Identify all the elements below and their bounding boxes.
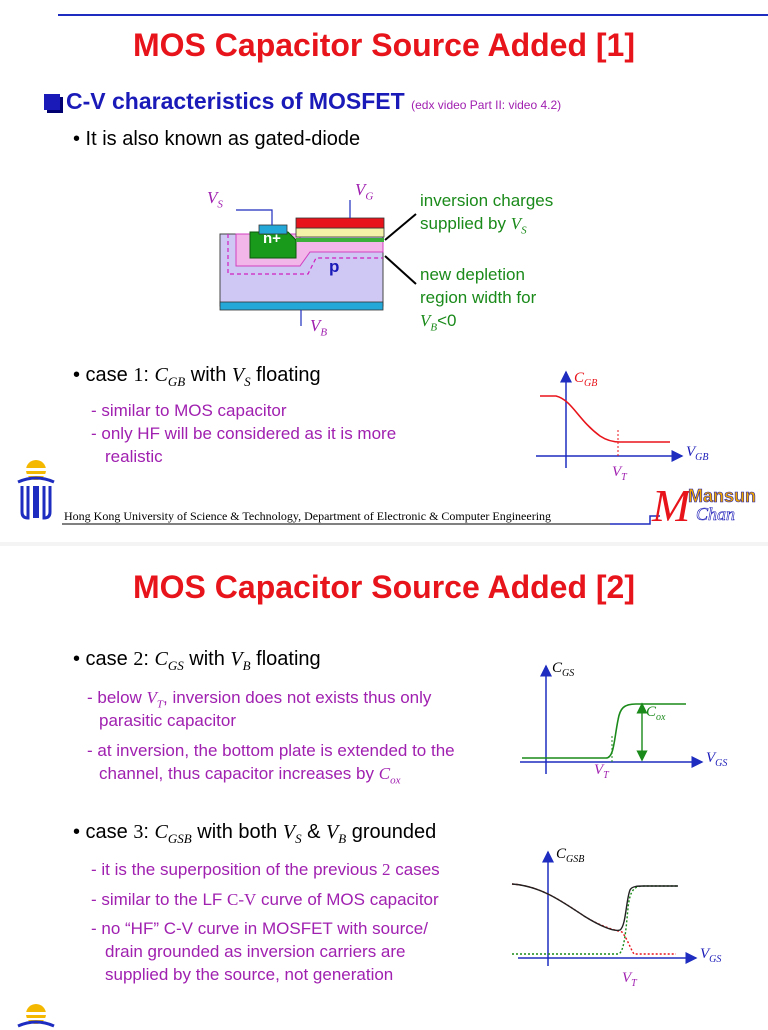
- case2-bullet: • case 2: CGS with VB floating: [73, 648, 321, 673]
- cgb-y-label: CGB: [574, 370, 598, 389]
- slide1-title: MOS Capacitor Source Added [1]: [133, 27, 635, 63]
- case3-line4: drain grounded as inversion carriers are: [105, 942, 406, 961]
- gate-electrode: [295, 217, 385, 229]
- case2-line3: - at inversion, the bottom plate is exte…: [87, 741, 455, 760]
- logo-word-2: Chan: [696, 504, 736, 525]
- cgs-curve: [522, 703, 686, 759]
- cgsb-red-dotted: [511, 883, 676, 955]
- case1-line3: realistic: [105, 447, 163, 466]
- case3-line2: - similar to the LF C-V curve of MOS cap…: [91, 890, 439, 909]
- note-depletion-line3: VB<0: [420, 311, 457, 334]
- vs-label: VS: [207, 188, 223, 211]
- case3-bullet: • case 3: CGSB with both VS & VB grounde…: [73, 821, 437, 846]
- footer-text: Hong Kong University of Science & Techno…: [64, 509, 552, 523]
- footer-rule: [62, 515, 660, 525]
- note-inversion-line1: inversion charges: [420, 191, 554, 210]
- cgsb-vt-label: VT: [622, 970, 637, 989]
- cgs-x-label: VGS: [706, 750, 728, 769]
- section-heading: C-V characteristics of MOSFET (edx video…: [44, 88, 561, 115]
- case2-line4: channel, thus capacitor increases by Cox: [99, 764, 401, 787]
- note-depletion-line1: new depletion: [420, 265, 525, 284]
- cgsb-y-label: CGSB: [556, 846, 585, 865]
- case3-line1: - it is the superposition of the previou…: [91, 860, 440, 879]
- vg-label: VG: [355, 180, 374, 203]
- case1-line2: - only HF will be considered as it is mo…: [91, 424, 397, 443]
- heading-reference: (edx video Part II: video 4.2): [411, 98, 562, 112]
- hkust-logo-icon: [17, 460, 55, 520]
- cgb-x-label: VGB: [686, 444, 709, 463]
- source-wire: [236, 209, 273, 225]
- case1-bullet: • case 1: CGB with VS floating: [73, 364, 321, 389]
- cox-label: Cox: [646, 704, 666, 723]
- cgb-plot: [536, 370, 684, 468]
- case2-line1: - below VT, inversion does not exists th…: [87, 688, 432, 711]
- cgsb-x-label: VGS: [700, 946, 722, 965]
- slide-separator: [0, 542, 768, 546]
- cgb-vt-label: VT: [612, 464, 627, 483]
- inversion-layer: [296, 238, 384, 242]
- note-inversion-line2: supplied by VS: [420, 214, 527, 237]
- note-depletion-line2: region width for: [420, 288, 537, 307]
- case3-line5: supplied by the source, not generation: [105, 965, 394, 984]
- cgb-curve: [540, 395, 670, 443]
- pointer-depletion: [384, 255, 417, 285]
- top-rule: [58, 14, 768, 16]
- cgsb-curve: [511, 883, 678, 932]
- new-depletion-boundary: [227, 234, 383, 275]
- blue-square-bullet-icon: [44, 94, 60, 110]
- logo-word-1: Mansun: [688, 486, 757, 507]
- vb-label: VB: [310, 316, 328, 339]
- mosfet-cross-section-diagram: [219, 200, 417, 326]
- mansun-chan-logo: M Mansun Chan: [652, 480, 768, 531]
- case2-line2: parasitic capacitor: [99, 711, 237, 730]
- cgs-y-label: CGS: [552, 660, 575, 679]
- bullet-gated-diode: • It is also known as gated-diode: [73, 128, 361, 150]
- pointer-inversion: [384, 213, 417, 241]
- source-contact: [258, 224, 288, 235]
- case3-line3: - no “HF” C-V curve in MOSFET with sourc…: [91, 919, 428, 938]
- hkust-logo-icon-2: [17, 1004, 55, 1028]
- p-label: p: [329, 257, 340, 276]
- cgs-plot: [520, 664, 704, 774]
- case1-line1: - similar to MOS capacitor: [91, 401, 287, 420]
- cgsb-green-dotted: [512, 885, 678, 955]
- logo-m-glyph: M: [652, 480, 691, 531]
- cgs-vt-label: VT: [594, 762, 609, 781]
- n-plus-label: n+: [263, 230, 281, 247]
- slide2-title: MOS Capacitor Source Added [2]: [133, 569, 635, 605]
